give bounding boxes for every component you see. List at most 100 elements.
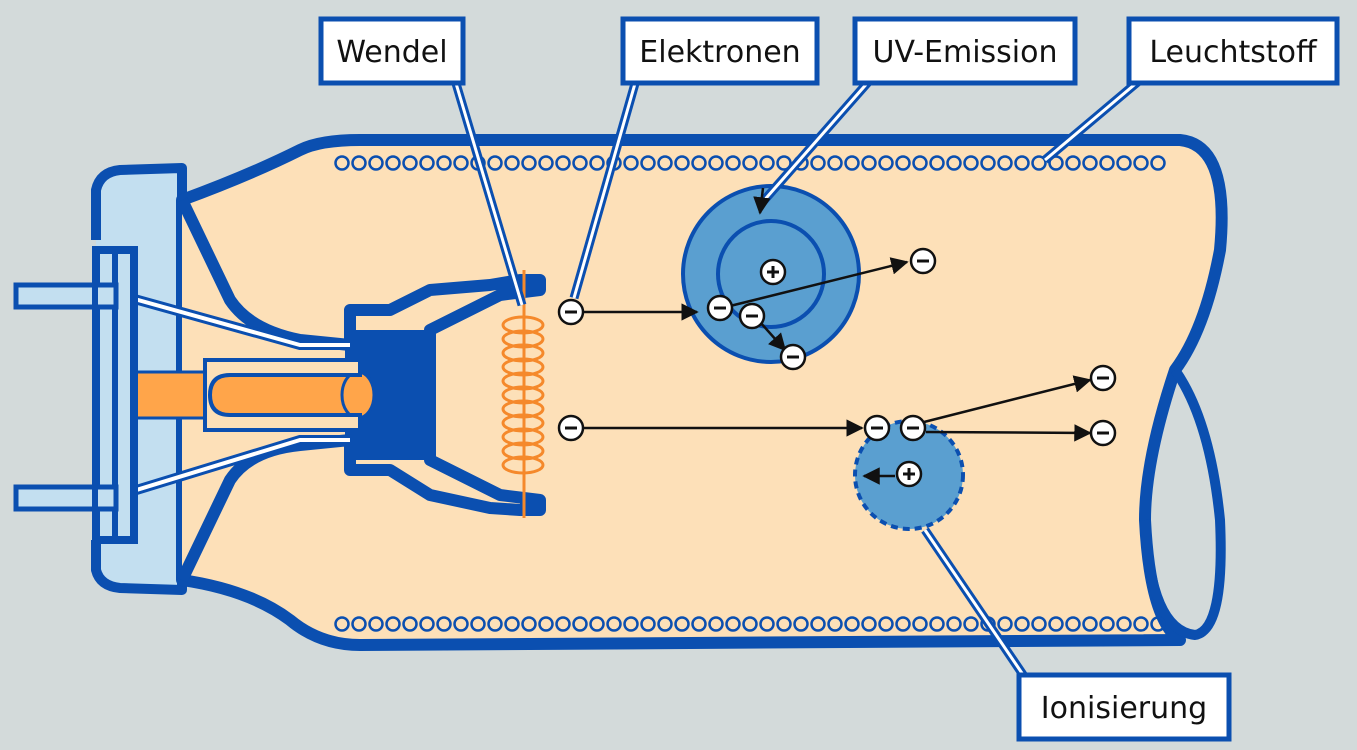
phosphor-grain [742,155,758,171]
phosphor-grain [334,155,350,171]
phosphor-grain [793,616,809,632]
phosphor-grain [708,616,724,632]
phosphor-grain [657,616,673,632]
phosphor-grain [504,155,520,171]
phosphor-grain [1133,616,1149,632]
phosphor-grain [657,155,673,171]
contact-pin-bottom[interactable] [13,484,119,512]
svg-text:Ionisierung: Ionisierung [1041,691,1207,726]
phosphor-grain [963,616,979,632]
phosphor-grain [844,616,860,632]
phosphor-grain [691,616,707,632]
phosphor-grain [759,616,775,632]
phosphor-grain [980,155,996,171]
phosphor-grain [1150,155,1166,171]
phosphor-grain [742,616,758,632]
electron-symbol [1089,364,1117,392]
phosphor-grain [963,155,979,171]
electron-symbol [557,414,585,442]
phosphor-grain [436,155,452,171]
phosphor-grain [1014,155,1030,171]
phosphor-grain [385,616,401,632]
phosphor-grain [487,155,503,171]
phosphor-grain [776,616,792,632]
phosphor-grain [1099,616,1115,632]
phosphor-grain [351,616,367,632]
phosphor-grain [1116,155,1132,171]
ion-symbol [759,258,787,286]
svg-text:Wendel: Wendel [336,35,447,70]
phosphor-grain [929,155,945,171]
phosphor-grain [946,616,962,632]
coil-turn [501,357,545,377]
phosphor-grain [878,155,894,171]
phosphor-grain [402,616,418,632]
label-ionisierung: Ionisierung [1016,672,1232,742]
electron-symbol [909,247,937,275]
phosphor-grain [691,155,707,171]
phosphor-grain [623,616,639,632]
phosphor-grain [453,616,469,632]
electron-symbol [706,294,734,322]
phosphor-grain [997,155,1013,171]
label-elektronen: Elektronen [620,16,820,86]
phosphor-grain [725,155,741,171]
phosphor-grain [1031,155,1047,171]
phosphor-grain [521,155,537,171]
phosphor-grain [521,616,537,632]
coil-turn [501,329,545,349]
phosphor-grain [572,616,588,632]
phosphor-grain [878,616,894,632]
phosphor-grain [606,616,622,632]
phosphor-grain [895,155,911,171]
phosphor-grain [555,155,571,171]
phosphor-grain [368,155,384,171]
coil-turn [501,371,545,391]
coil-turn [501,427,545,447]
phosphor-grain [1150,616,1166,632]
phosphor-grain [725,616,741,632]
coil-turn [501,343,545,363]
phosphor-grain [402,155,418,171]
phosphor-grain [912,155,928,171]
label-uv-emission: UV-Emission [852,16,1078,86]
phosphor-grain [538,155,554,171]
phosphor-grain [1099,155,1115,171]
callout-leaders [450,76,1143,688]
label-leuchtstoff: Leuchtstoff [1126,16,1340,86]
phosphor-grain [776,155,792,171]
phosphor-grain [827,616,843,632]
phosphor-grain [997,616,1013,632]
filament-coil [501,270,545,518]
phosphor-grain [640,616,656,632]
tube-end-loop [1140,367,1226,641]
coil-turn [501,455,545,475]
electron-symbol [738,302,766,330]
phosphor-grain [453,155,469,171]
phosphor-grain [385,155,401,171]
phosphor-grain [589,616,605,632]
contact-pin-top[interactable] [13,282,119,310]
phosphor-grain [1133,155,1149,171]
phosphor-grain [538,616,554,632]
phosphor-grain [827,155,843,171]
coil-turn [501,385,545,405]
electron-symbol [779,343,807,371]
phosphor-grain [946,155,962,171]
phosphor-grain [589,155,605,171]
phosphor-grain [759,155,775,171]
phosphor-grain [1048,616,1064,632]
phosphor-grain [844,155,860,171]
phosphor-coating-top [334,155,1166,171]
phosphor-grain [708,155,724,171]
phosphor-grain [572,155,588,171]
electron-symbol [557,298,585,326]
ion-symbol [895,460,923,488]
electron-symbol [863,414,891,442]
phosphor-grain [1116,616,1132,632]
phosphor-grain [368,616,384,632]
phosphor-grain [861,155,877,171]
svg-text:UV-Emission: UV-Emission [872,35,1057,70]
coil-turn [501,413,545,433]
